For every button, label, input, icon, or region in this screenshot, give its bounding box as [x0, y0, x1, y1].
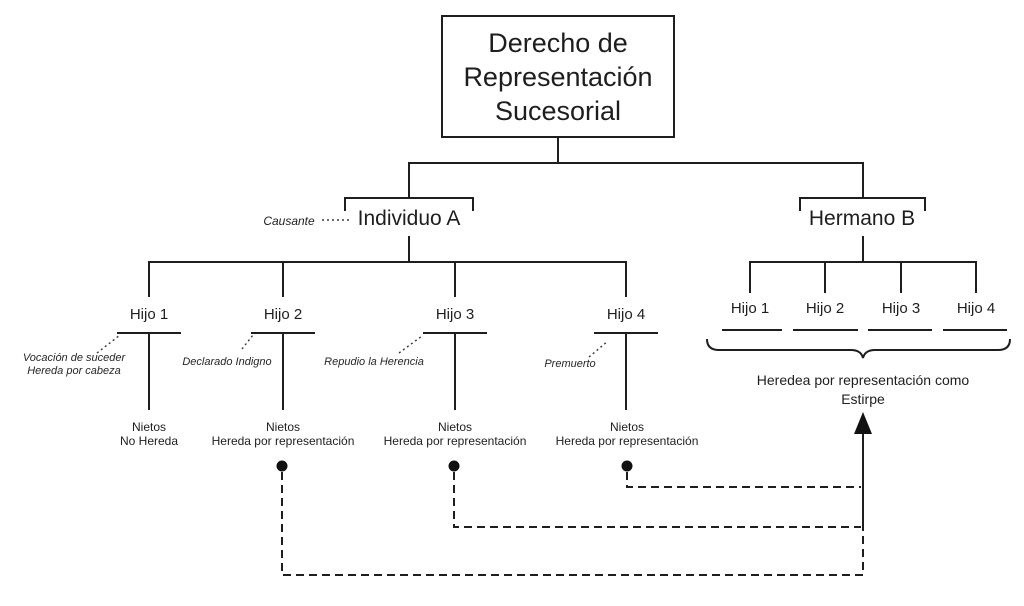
outcome-hijo-a1-line1: Nietos — [131, 420, 166, 434]
hijo-a3-label: Hijo 3 — [435, 306, 475, 323]
outcome-hijo-a1-line2: No Hereda — [119, 434, 179, 448]
junction-dot-hijo4 — [621, 460, 633, 472]
hijo-a4-label: Hijo 4 — [606, 306, 646, 323]
note-hijo-a1: Vocación de suceder Hereda por cabeza — [23, 352, 125, 378]
note-hijo-a3: Repudio la Herencia — [324, 356, 424, 368]
outcome-hijo-a3: Nietos Hereda por representación — [384, 420, 527, 448]
outcome-hijo-a1: Nietos No Hereda — [120, 420, 178, 448]
estirpe-caption-line1: Heredea por representación como — [756, 372, 970, 388]
outcome-hijo-a4: Nietos Hereda por representación — [556, 420, 699, 448]
representation-path-hijo3 — [453, 472, 861, 528]
note-hijo-a4: Premuerto — [544, 358, 596, 370]
bracket-hermano-b — [799, 197, 926, 211]
estirpe-caption: Heredea por representación como Estirpe — [757, 371, 969, 409]
outcome-hijo-a2: Nietos Hereda por representación — [212, 420, 355, 448]
bracket-individuo-a — [344, 197, 474, 211]
hijo-a1-label: Hijo 1 — [129, 306, 169, 323]
outcome-hijo-a3-line1: Nietos — [437, 420, 473, 434]
estirpe-caption-line2: Estirpe — [841, 391, 885, 407]
hermano-b-children-connector — [749, 236, 977, 293]
outcome-hijo-a4-line2: Hereda por representación — [555, 434, 699, 448]
individuo-a-label: Individuo A — [357, 207, 461, 230]
note-hijo-a1-line1: Vocación de suceder — [22, 352, 126, 364]
hijo-b1-label: Hijo 1 — [730, 300, 770, 317]
causante-label: Causante — [263, 214, 315, 228]
note-hijo-a2: Declarado Indigno — [182, 356, 272, 368]
note-link-hijo2 — [241, 334, 254, 350]
outcome-hijo-a4-line1: Nietos — [609, 420, 645, 434]
hijo-b3-label: Hijo 3 — [881, 300, 921, 317]
estirpe-brace — [706, 338, 1011, 359]
diagram-title: Derecho de Representación Sucesorial — [441, 15, 675, 138]
junction-dot-hijo3 — [448, 460, 460, 472]
outcome-hijo-a3-line2: Hereda por representación — [383, 434, 527, 448]
hijo-b4-label: Hijo 4 — [956, 300, 996, 317]
individuo-a-children-connector — [148, 236, 627, 297]
note-link-hijo3 — [398, 335, 423, 354]
outcome-hijo-a2-line1: Nietos — [265, 420, 301, 434]
hermano-b-label: Hermano B — [808, 207, 916, 230]
hijo-a-descendant-lines — [148, 333, 627, 410]
arrow-up-icon — [854, 412, 872, 434]
representation-path-hijo4 — [626, 472, 861, 488]
note-link-hijo1 — [96, 334, 121, 354]
hijo-a2-label: Hijo 2 — [263, 306, 303, 323]
junction-dot-hijo2 — [276, 460, 288, 472]
representation-path-hijo2 — [281, 472, 864, 576]
note-hijo-a1-line2: Hereda por cabeza — [27, 365, 121, 377]
note-link-hijo4 — [588, 340, 609, 358]
outcome-hijo-a2-line2: Hereda por representación — [211, 434, 355, 448]
root-connector — [408, 136, 864, 198]
hijo-b2-label: Hijo 2 — [805, 300, 845, 317]
